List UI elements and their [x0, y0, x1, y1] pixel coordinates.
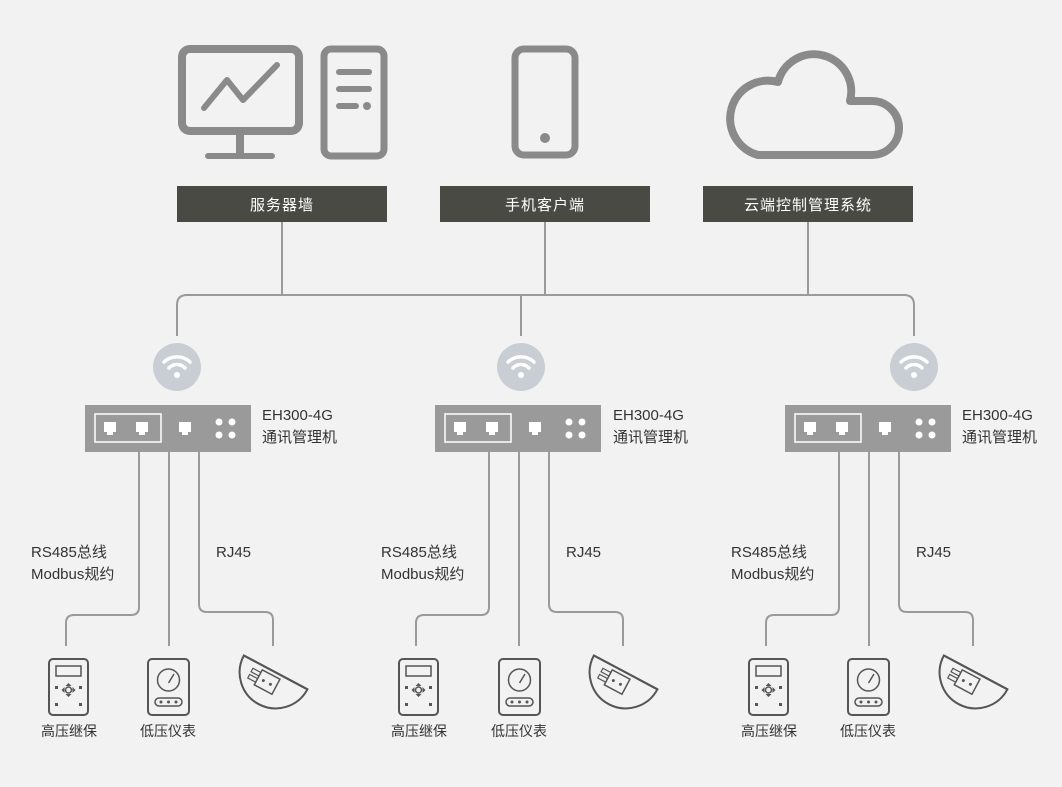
indicator-lights-icon	[565, 418, 586, 439]
uplink-lines	[176, 222, 915, 336]
downlink-lines-2	[415, 452, 624, 646]
rj45-label: RJ45	[566, 544, 602, 561]
mobile-client-label: 手机客户端	[440, 186, 650, 222]
wifi-badge-1	[153, 343, 201, 391]
ethernet-port-icon	[136, 422, 148, 435]
relay-protection-icon	[48, 658, 89, 716]
indicator-lights-icon	[215, 418, 236, 439]
mobile-phone-icon	[511, 45, 579, 159]
cloud-system-label: 云端控制管理系统	[703, 186, 913, 222]
ethernet-port-icon	[836, 422, 848, 435]
rs485-bus-label: RS485总线	[381, 544, 457, 561]
ethernet-port-icon	[529, 422, 541, 435]
indicator-lights-icon	[915, 418, 936, 439]
circuit-breaker-icon	[588, 654, 659, 710]
cloud-icon	[726, 50, 903, 159]
ethernet-port-icon	[804, 422, 816, 435]
modbus-protocol-label: Modbus规约	[731, 566, 815, 583]
gateway-2-model: EH300-4G	[613, 407, 684, 424]
ethernet-port-icon	[179, 422, 191, 435]
meter-icon	[847, 658, 890, 716]
meter-icon	[147, 658, 190, 716]
ethernet-port-icon	[454, 422, 466, 435]
circuit-breaker-icon	[938, 654, 1009, 710]
gateway-1-model: EH300-4G	[262, 407, 333, 424]
relay-protection-icon	[748, 658, 789, 716]
monitor-icon	[178, 45, 303, 159]
hv-relay-label: 高压继保	[41, 723, 97, 739]
modbus-protocol-label: Modbus规约	[381, 566, 465, 583]
wifi-badge-2	[497, 343, 545, 391]
circuit-breaker-icon	[238, 654, 309, 710]
server-wall-label: 服务器墙	[177, 186, 387, 222]
lv-meter-label: 低压仪表	[491, 723, 547, 739]
rs485-bus-label: RS485总线	[731, 544, 807, 561]
gateway-device-1	[85, 405, 251, 452]
rj45-label: RJ45	[216, 544, 252, 561]
lv-meter-label: 低压仪表	[840, 723, 896, 739]
downlink-lines-3	[765, 452, 974, 646]
hv-relay-label: 高压继保	[741, 723, 797, 739]
ethernet-port-icon	[486, 422, 498, 435]
rj45-label: RJ45	[916, 544, 952, 561]
gateway-3-name: 通讯管理机	[962, 429, 1038, 446]
wifi-badge-3	[890, 343, 938, 391]
gateway-3-model: EH300-4G	[962, 407, 1033, 424]
lv-meter-label: 低压仪表	[140, 723, 196, 739]
gateway-2-name: 通讯管理机	[613, 429, 689, 446]
modbus-protocol-label: Modbus规约	[31, 566, 115, 583]
meter-icon	[498, 658, 541, 716]
ethernet-port-icon	[104, 422, 116, 435]
gateway-device-2	[435, 405, 601, 452]
server-tower-icon	[320, 45, 388, 160]
gateway-1-name: 通讯管理机	[262, 429, 338, 446]
relay-protection-icon	[398, 658, 439, 716]
downlink-lines-1	[65, 452, 274, 646]
hv-relay-label: 高压继保	[391, 723, 447, 739]
gateway-device-3	[785, 405, 951, 452]
ethernet-port-icon	[879, 422, 891, 435]
rs485-bus-label: RS485总线	[31, 544, 107, 561]
